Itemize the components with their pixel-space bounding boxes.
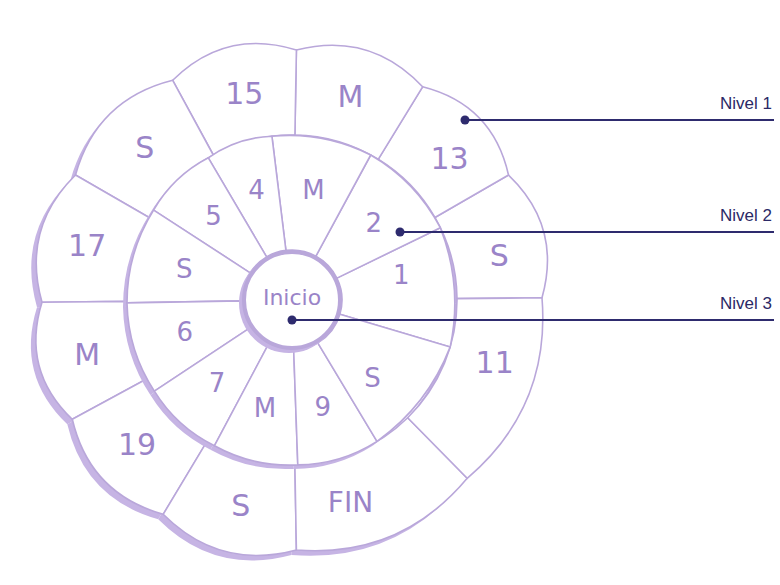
board-space: 6 [174,316,197,349]
space-label: 11 [476,346,514,379]
center-circle [244,252,340,348]
board-space: FIN [325,486,376,521]
inner-segment [272,135,371,256]
board-space: 4 [245,174,268,207]
space-label: 17 [68,229,106,262]
leader-dot [396,228,405,237]
space-label: S [364,364,381,393]
space-label: 9 [315,393,332,422]
board-space: M [299,174,327,207]
board-space: 5 [202,200,225,233]
board-space: M [251,392,279,425]
space-label: 13 [431,142,469,175]
inner-segment [318,314,450,441]
space-label: S [176,255,193,284]
space-label: 4 [248,176,265,205]
space-label: 2 [366,209,383,238]
space-label: M [338,80,364,113]
board-space: M [71,336,103,373]
space-label: M [302,176,324,205]
board-space: 7 [206,367,229,400]
leader-line [292,319,774,321]
board-space: 15 [222,75,266,112]
board-space: S [487,237,512,274]
space-label: M [254,394,276,423]
space-label: S [490,239,509,272]
board-space: 11 [473,344,517,381]
board-space: S [132,129,157,166]
space-label: S [231,489,250,522]
space-label: 6 [177,318,194,347]
center-shadow [239,253,339,353]
board-space: 19 [115,426,159,463]
inner-segment [127,210,250,303]
inner-segment [215,344,298,465]
space-label: 1 [393,261,410,290]
leader-dot [288,316,297,325]
board-space: 13 [428,140,472,177]
board-space: S [228,487,253,524]
space-label: 19 [118,428,156,461]
board-space: S [173,253,196,286]
space-label: 7 [209,369,226,398]
start-circle: Inicio [260,284,324,312]
board-space: 17 [65,227,109,264]
board-space: 9 [312,391,335,424]
space-label: 15 [225,77,263,110]
level-label: Nivel 1 [720,94,772,114]
board-space: 1 [390,259,413,292]
space-label: S [135,131,154,164]
space-label: M [74,338,100,371]
space-label: FIN [328,488,373,519]
leader-dot [461,116,470,125]
board-space: S [361,362,384,395]
level-label: Nivel 2 [720,206,772,226]
board-space: 2 [363,207,386,240]
level-label: Nivel 3 [720,294,772,314]
space-label: Inicio [263,286,321,310]
board-space: M [335,78,367,115]
leader-line [465,119,774,121]
leader-line [400,231,774,233]
space-label: 5 [205,202,222,231]
